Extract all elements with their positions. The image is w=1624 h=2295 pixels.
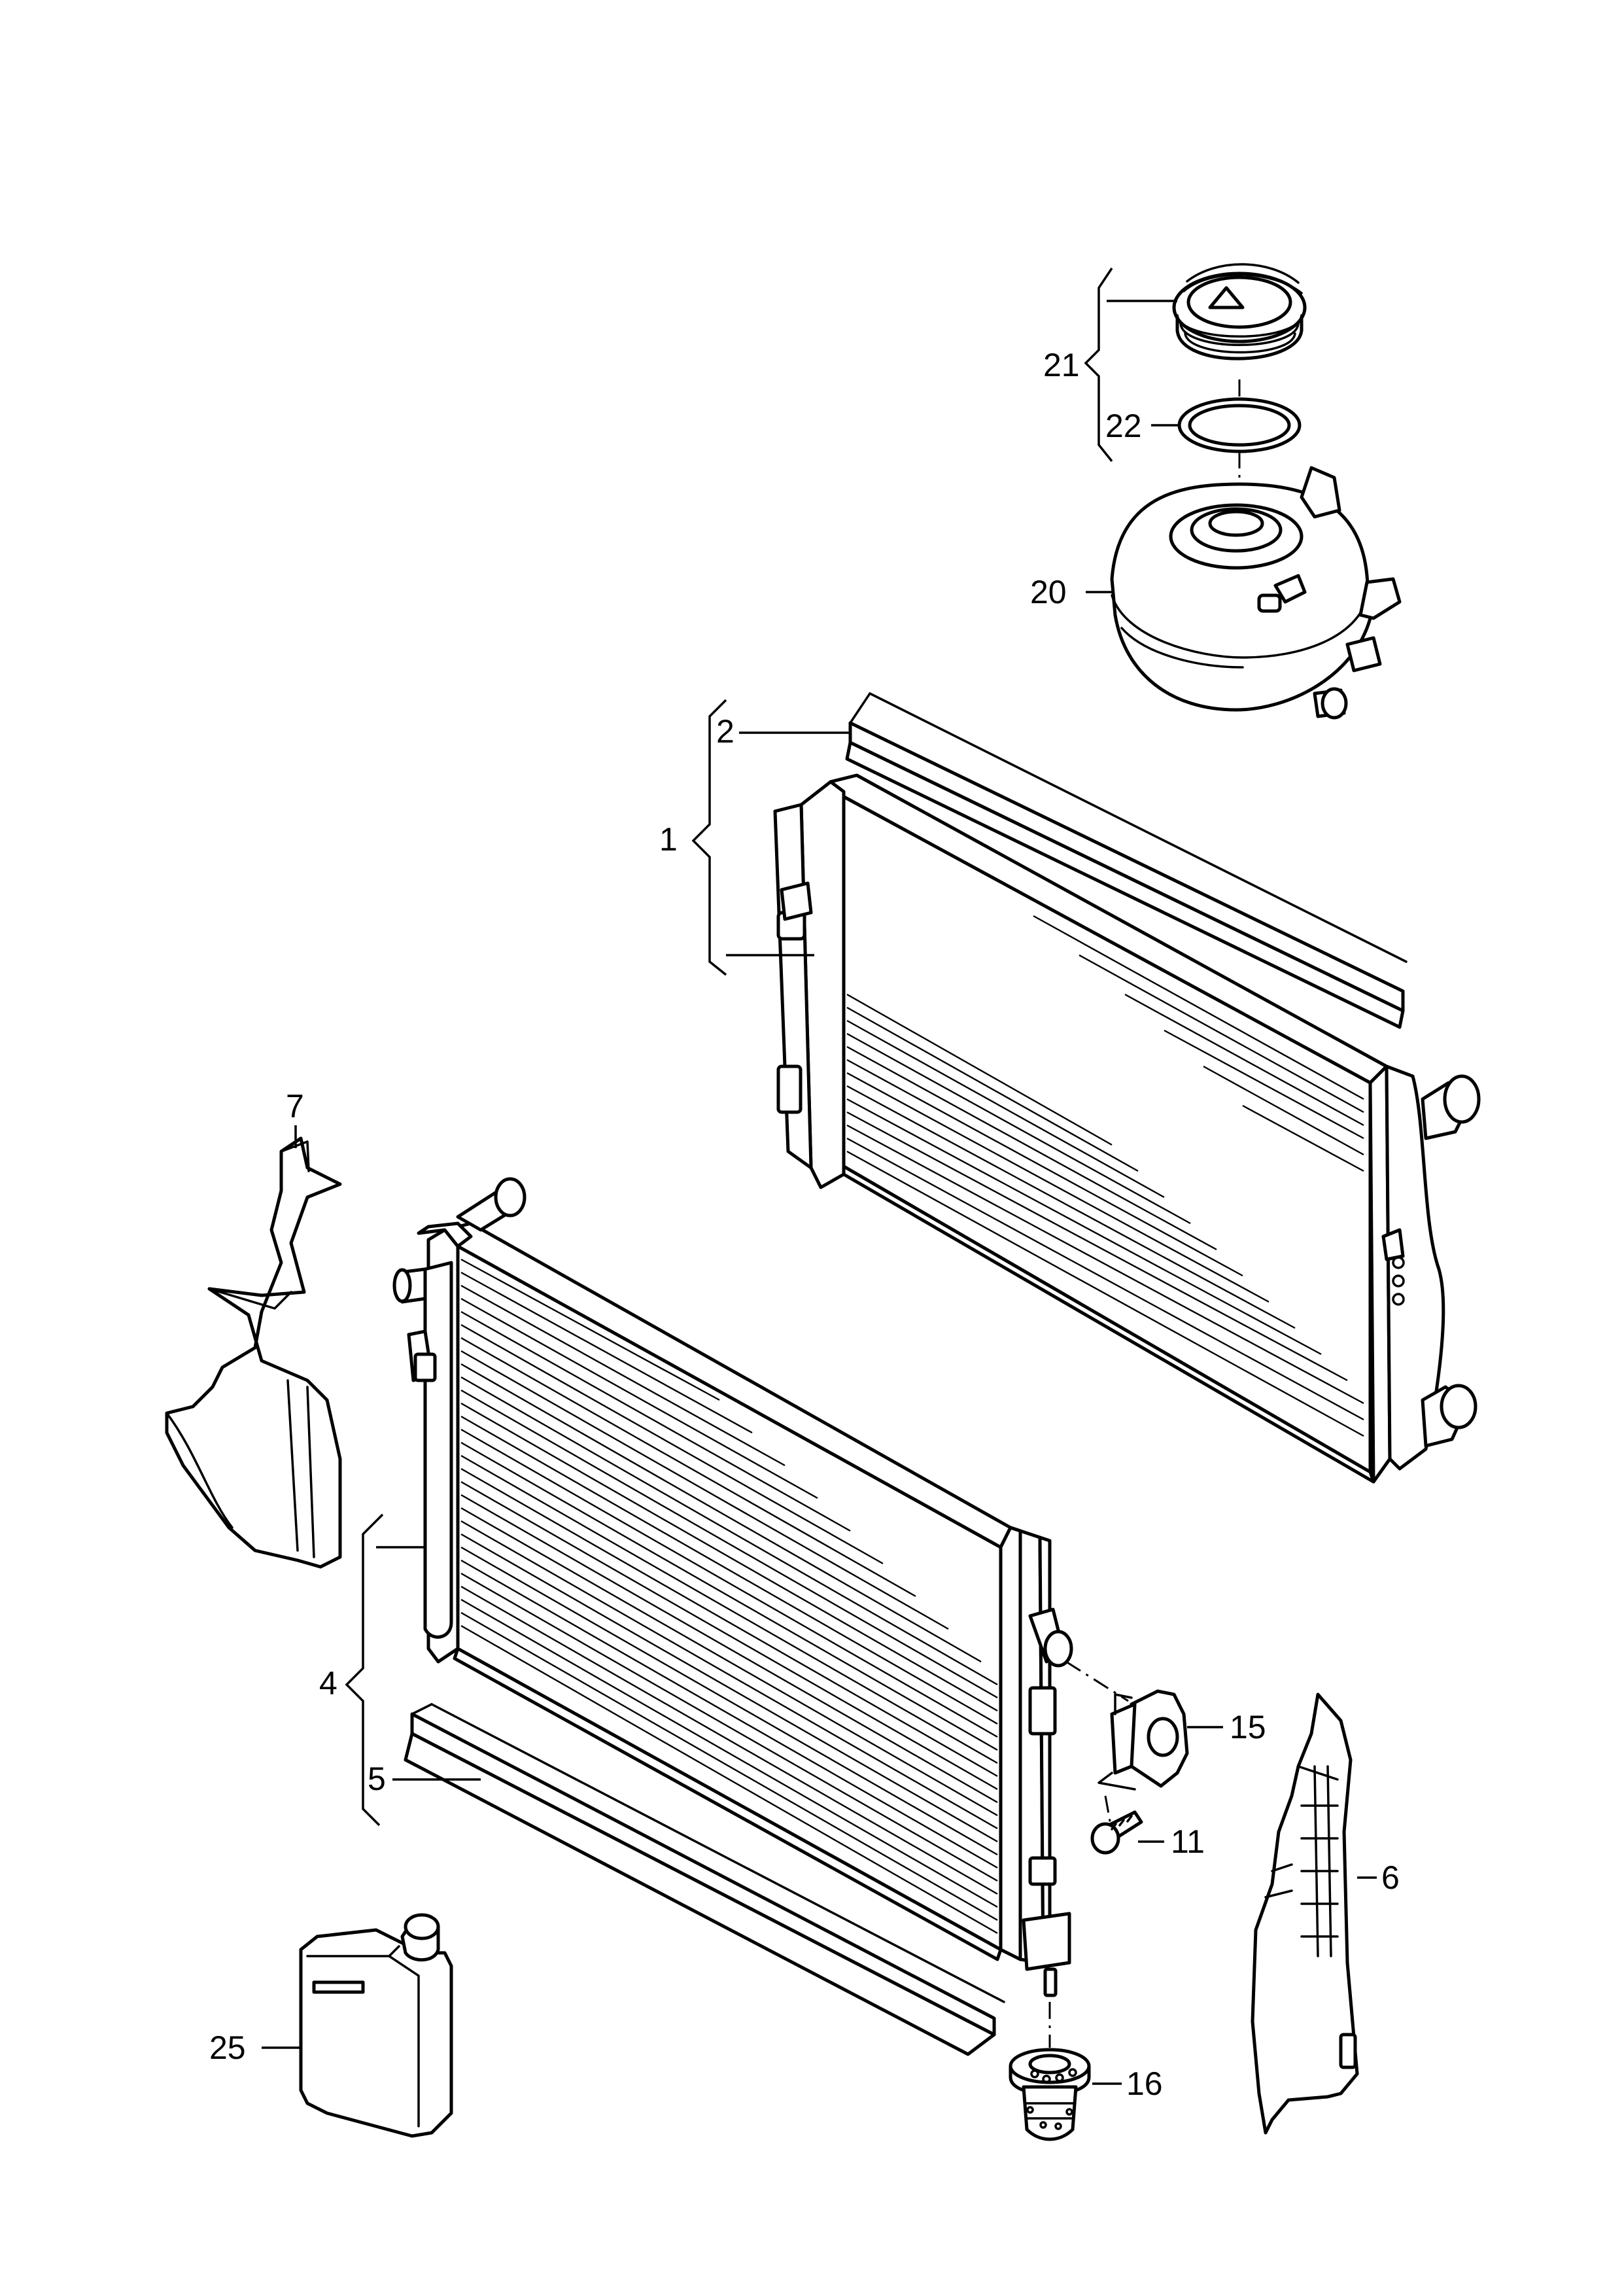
condenser [392, 1177, 1073, 1997]
coolant-canister [299, 1913, 453, 2138]
radiator-fins [846, 915, 1364, 1437]
callout-15: 15 [1230, 1709, 1266, 1745]
callout-16: 16 [1126, 2065, 1163, 2102]
condenser-bracket [1097, 1689, 1189, 1791]
cap-seal-ring [1177, 397, 1302, 453]
callout-11: 11 [1171, 1823, 1205, 1860]
left-air-guide [165, 1136, 342, 1569]
callout-7: 7 [286, 1088, 304, 1125]
leader-lines [262, 268, 1377, 2085]
callout-20: 20 [1030, 574, 1067, 610]
condenser-lower-seal [404, 1703, 1005, 2056]
right-air-guide [1251, 1692, 1359, 2135]
callout-2: 2 [716, 713, 734, 750]
condenser-fins [460, 1258, 998, 1935]
callout-25: 25 [209, 2029, 246, 2066]
callout-4: 4 [319, 1665, 337, 1702]
callout-21: 21 [1043, 347, 1080, 383]
callout-1: 1 [659, 821, 678, 858]
mounting-bolt [1090, 1810, 1143, 1855]
callout-22: 22 [1105, 408, 1142, 444]
expansion-tank-cap [1172, 263, 1307, 360]
radiator [773, 773, 1481, 1484]
callout-6: 6 [1381, 1859, 1400, 1896]
expansion-tank [1110, 466, 1402, 720]
callout-5: 5 [368, 1761, 386, 1797]
callout-labels: 21 22 20 2 1 7 4 5 15 11 6 16 25 [209, 347, 1400, 2102]
rubber-mount [1009, 2048, 1091, 2141]
radiator-top-seal [845, 692, 1408, 1029]
